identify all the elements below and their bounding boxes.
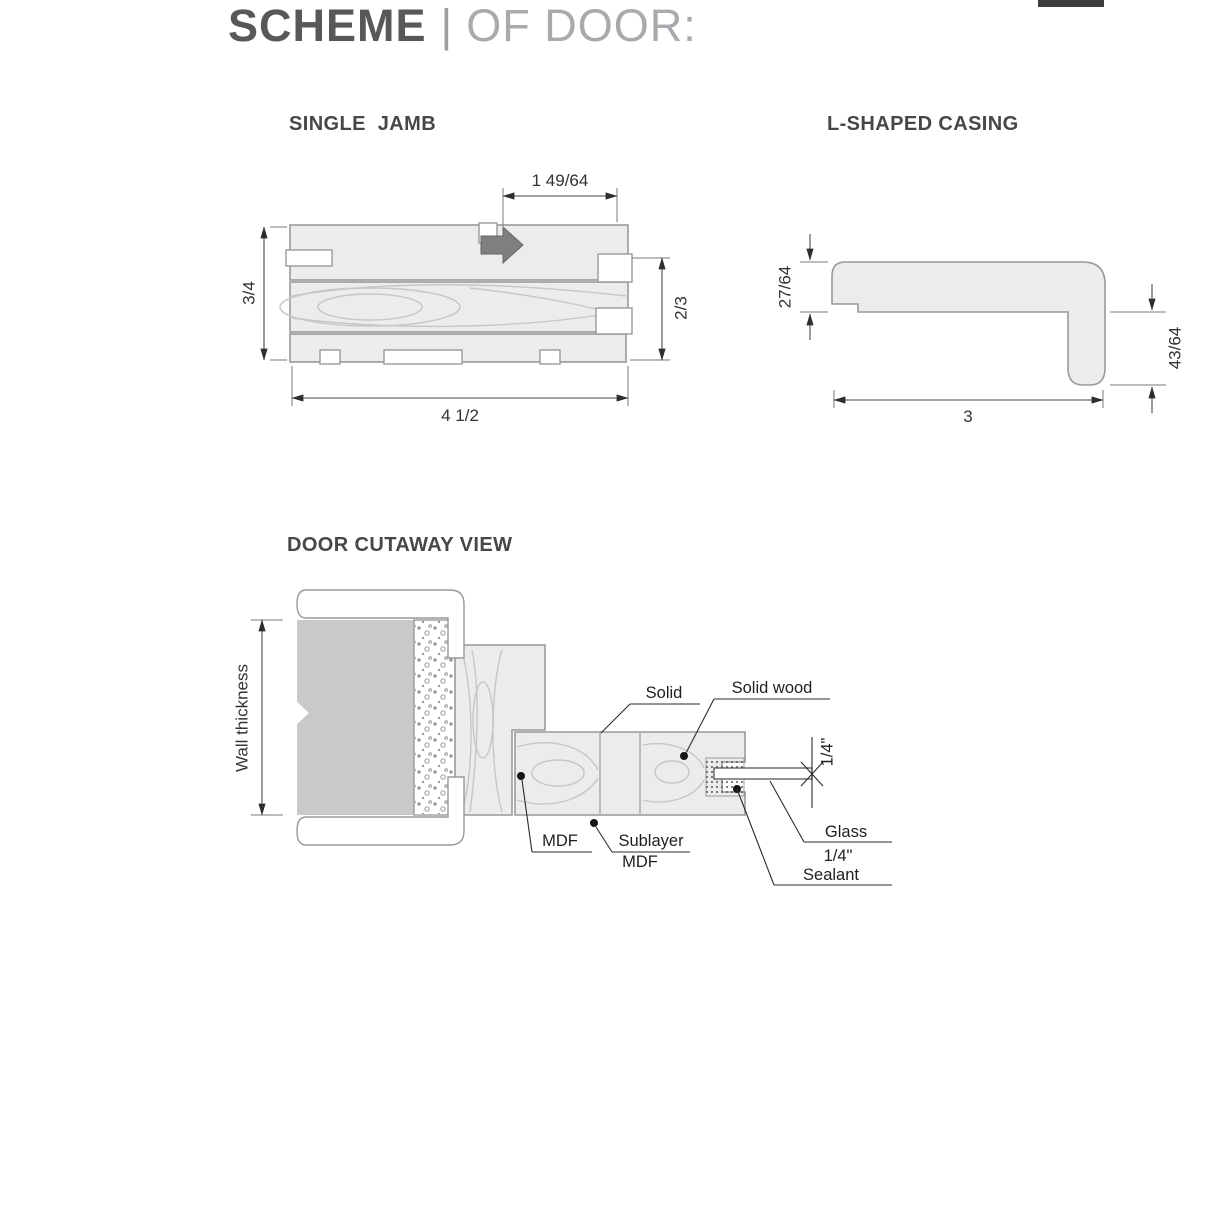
cutaway-drawing: 1/4" Wall thickness Solid Solid wood	[232, 589, 892, 886]
dim-casing-width: 3	[963, 407, 972, 426]
jamb-left-notch	[285, 249, 333, 267]
sublayer-dot	[590, 819, 598, 827]
wall-thickness-label: Wall thickness	[232, 664, 251, 772]
jamb-top-board	[289, 224, 629, 281]
sublayer-label-line1: Sublayer	[618, 832, 684, 850]
solid-wood-dot	[680, 752, 688, 760]
mdf-label: MDF	[542, 832, 578, 850]
jamb-bottom-notch-1	[319, 349, 341, 365]
sublayer-label-line2: MDF	[622, 853, 658, 871]
weatherstrip-arrow	[480, 225, 524, 265]
cutaway-heading: DOOR CUTAWAY VIEW	[287, 534, 513, 556]
single-jamb-drawing: 1 49/64 3/4 2/3 4 1/2	[239, 171, 690, 425]
cutaway-callouts: Solid Solid wood MDF Sublayer MDF	[517, 679, 892, 886]
jamb-right-lower-step	[595, 307, 633, 335]
dim-casing-leg: 43/64	[1165, 327, 1184, 370]
solid-label: Solid	[646, 684, 683, 702]
l-casing-profile	[831, 261, 1106, 386]
solid-wood-label: Solid wood	[732, 679, 813, 697]
l-casing-drawing: 27/64 43/64 3	[775, 234, 1184, 426]
l-casing-heading: L-SHAPED CASING	[827, 113, 1019, 135]
jamb-bottom-notch-2	[383, 349, 463, 365]
door-mdf-grain	[516, 742, 599, 805]
glass-label-line2: 1/4"	[824, 847, 853, 865]
glass-label-line1: Glass	[825, 823, 867, 841]
single-jamb-heading: SINGLE JAMB	[289, 113, 437, 135]
dim-casing-thickness: 27/64	[775, 266, 794, 309]
page-title: SCHEME | OF DOOR:	[228, 0, 697, 52]
jamb-bottom-notch-3	[539, 349, 561, 365]
wall-section	[297, 620, 414, 815]
cutaway-casing-top	[296, 589, 465, 659]
jamb-right-upper-step	[597, 253, 633, 283]
glass-gap-dimension: 1/4"	[800, 737, 836, 808]
cropped-header-graphic	[1038, 0, 1104, 7]
door-solid-wood-grain	[642, 742, 705, 803]
title-main: SCHEME	[228, 0, 427, 51]
l-casing-dimensions: 27/64 43/64 3	[775, 234, 1184, 426]
dim-jamb-top: 1 49/64	[532, 171, 589, 190]
wall-break-mark	[295, 700, 309, 726]
cutaway-casing-bottom	[296, 776, 465, 846]
glass-pane	[713, 767, 813, 780]
dim-jamb-left: 3/4	[239, 281, 258, 305]
cutaway-jamb-grain	[461, 649, 503, 813]
wall-thickness-dimension: Wall thickness	[232, 619, 283, 816]
dim-jamb-bottom: 4 1/2	[441, 406, 479, 425]
sealant-label: Sealant	[803, 866, 859, 884]
dim-glass-gap: 1/4"	[818, 737, 836, 766]
title-sub: OF DOOR:	[466, 0, 697, 51]
dim-jamb-right: 2/3	[671, 296, 690, 320]
mdf-dot	[517, 772, 525, 780]
title-divider: |	[440, 0, 453, 51]
jamb-dimensions: 1 49/64 3/4 2/3 4 1/2	[239, 171, 690, 425]
